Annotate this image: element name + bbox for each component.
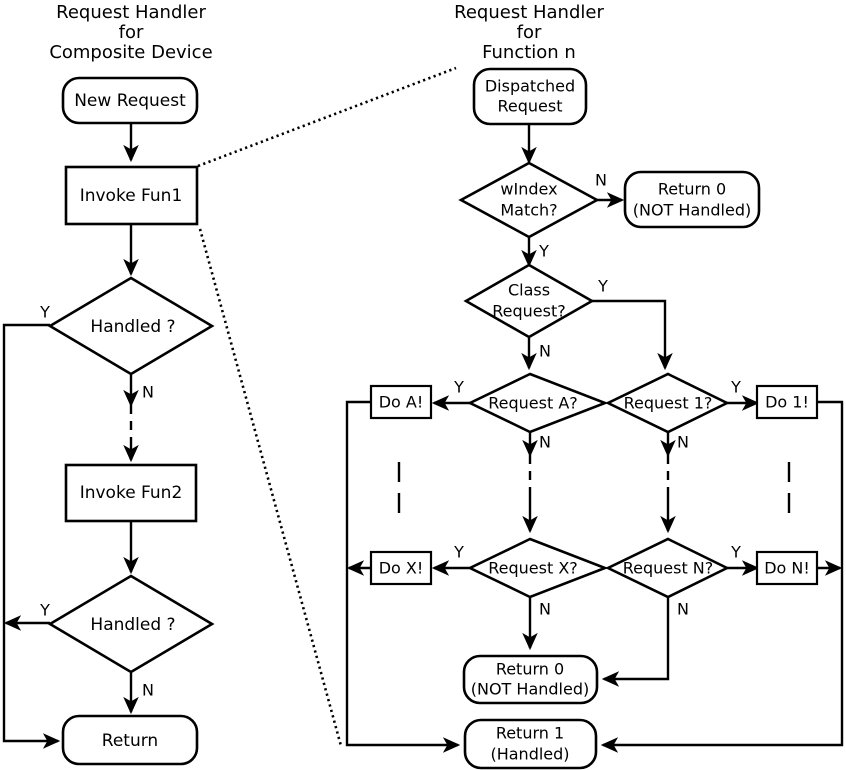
callout-connector-top bbox=[197, 66, 457, 168]
label-request1-yes: Y bbox=[730, 378, 741, 397]
callout-connector-bottom bbox=[198, 228, 343, 747]
label-requesta-yes: Y bbox=[453, 378, 464, 397]
node-request-a[interactable]: Request A? bbox=[467, 372, 609, 434]
node-dispatched-request-line-2: Request bbox=[498, 97, 563, 116]
node-return0-top[interactable]: Return 0 (NOT Handled) bbox=[623, 170, 761, 229]
label-handled1-no: N bbox=[142, 383, 154, 402]
node-windex-match[interactable]: wIndex Match? bbox=[458, 161, 600, 239]
node-invoke-fun2-label: Invoke Fun2 bbox=[80, 483, 183, 503]
node-do-1-label: Do 1! bbox=[765, 393, 809, 412]
node-handled-2-label: Handled ? bbox=[90, 615, 175, 635]
node-request-x-label: Request X? bbox=[488, 559, 578, 578]
node-do-a[interactable]: Do A! bbox=[369, 384, 433, 420]
node-return0-bottom[interactable]: Return 0 (NOT Handled) bbox=[462, 654, 599, 705]
edge-requestn-no-to-return0 bbox=[601, 597, 670, 687]
right-title-line-3: Function n bbox=[482, 42, 576, 63]
node-do-n-label: Do N! bbox=[764, 559, 810, 578]
node-return1-line-2: (Handled) bbox=[490, 745, 569, 764]
node-handled-2[interactable]: Handled ? bbox=[47, 574, 215, 674]
edge-class-yes-to-request1 bbox=[592, 299, 673, 371]
left-title-line-1: Request Handler bbox=[56, 2, 206, 23]
node-new-request[interactable]: New Request bbox=[61, 76, 199, 125]
right-title-line-2: for bbox=[517, 22, 542, 43]
edge-handled1-yes-rail bbox=[2, 323, 61, 749]
left-title-line-3: Composite Device bbox=[49, 42, 212, 63]
label-class-no: N bbox=[539, 342, 551, 361]
node-invoke-fun1-label: Invoke Fun1 bbox=[80, 186, 183, 206]
node-request-n[interactable]: Request N? bbox=[605, 537, 730, 599]
node-class-request-line-2: Request? bbox=[492, 302, 565, 321]
node-dispatched-request[interactable]: Dispatched Request bbox=[472, 67, 588, 126]
right-panel-title: Request Handler for Function n bbox=[454, 2, 604, 63]
node-return0-top-line-1: Return 0 bbox=[658, 180, 726, 199]
left-panel-title: Request Handler for Composite Device bbox=[49, 2, 212, 63]
node-dispatched-request-line-1: Dispatched bbox=[485, 77, 575, 96]
node-return[interactable]: Return bbox=[61, 714, 199, 766]
node-windex-match-line-2: Match? bbox=[500, 201, 557, 220]
node-request-1[interactable]: Request 1? bbox=[605, 372, 730, 434]
label-windex-no: N bbox=[595, 171, 607, 190]
node-do-x[interactable]: Do X! bbox=[369, 550, 433, 586]
node-handled-1-label: Handled ? bbox=[90, 317, 175, 337]
label-requestn-yes: Y bbox=[730, 543, 741, 562]
left-title-line-2: for bbox=[119, 22, 144, 43]
node-class-request-line-1: Class bbox=[508, 281, 550, 300]
node-return1-line-1: Return 1 bbox=[496, 724, 564, 743]
node-do-x-label: Do X! bbox=[379, 559, 424, 578]
node-return-label: Return bbox=[102, 731, 158, 751]
node-return1[interactable]: Return 1 (Handled) bbox=[463, 718, 598, 770]
label-requesta-no: N bbox=[539, 433, 551, 452]
node-windex-match-line-1: wIndex bbox=[500, 180, 557, 199]
label-class-yes: Y bbox=[597, 277, 608, 296]
node-return0-bottom-line-2: (NOT Handled) bbox=[471, 680, 589, 699]
node-invoke-fun1[interactable]: Invoke Fun1 bbox=[64, 165, 199, 226]
label-handled2-yes: Y bbox=[39, 601, 50, 620]
node-do-n[interactable]: Do N! bbox=[755, 550, 819, 586]
label-handled1-yes: Y bbox=[39, 303, 50, 322]
node-do-a-label: Do A! bbox=[379, 393, 424, 412]
node-new-request-label: New Request bbox=[74, 91, 186, 111]
node-request-1-label: Request 1? bbox=[624, 394, 713, 413]
label-request1-no: N bbox=[677, 433, 689, 452]
node-request-n-label: Request N? bbox=[623, 559, 714, 578]
node-request-x[interactable]: Request X? bbox=[467, 537, 609, 599]
node-request-a-label: Request A? bbox=[488, 394, 578, 413]
label-windex-yes: Y bbox=[538, 242, 549, 261]
node-return0-top-line-2: (NOT Handled) bbox=[633, 201, 751, 220]
node-do-1[interactable]: Do 1! bbox=[755, 384, 819, 420]
node-invoke-fun2[interactable]: Invoke Fun2 bbox=[64, 463, 198, 523]
label-requestx-yes: Y bbox=[453, 543, 464, 562]
node-class-request[interactable]: Class Request? bbox=[463, 263, 595, 339]
node-return0-bottom-line-1: Return 0 bbox=[496, 660, 564, 679]
label-requestn-no: N bbox=[677, 600, 689, 619]
right-title-line-1: Request Handler bbox=[454, 2, 604, 23]
node-handled-1[interactable]: Handled ? bbox=[47, 276, 215, 376]
label-requestx-no: N bbox=[539, 600, 551, 619]
label-handled2-no: N bbox=[142, 681, 154, 700]
